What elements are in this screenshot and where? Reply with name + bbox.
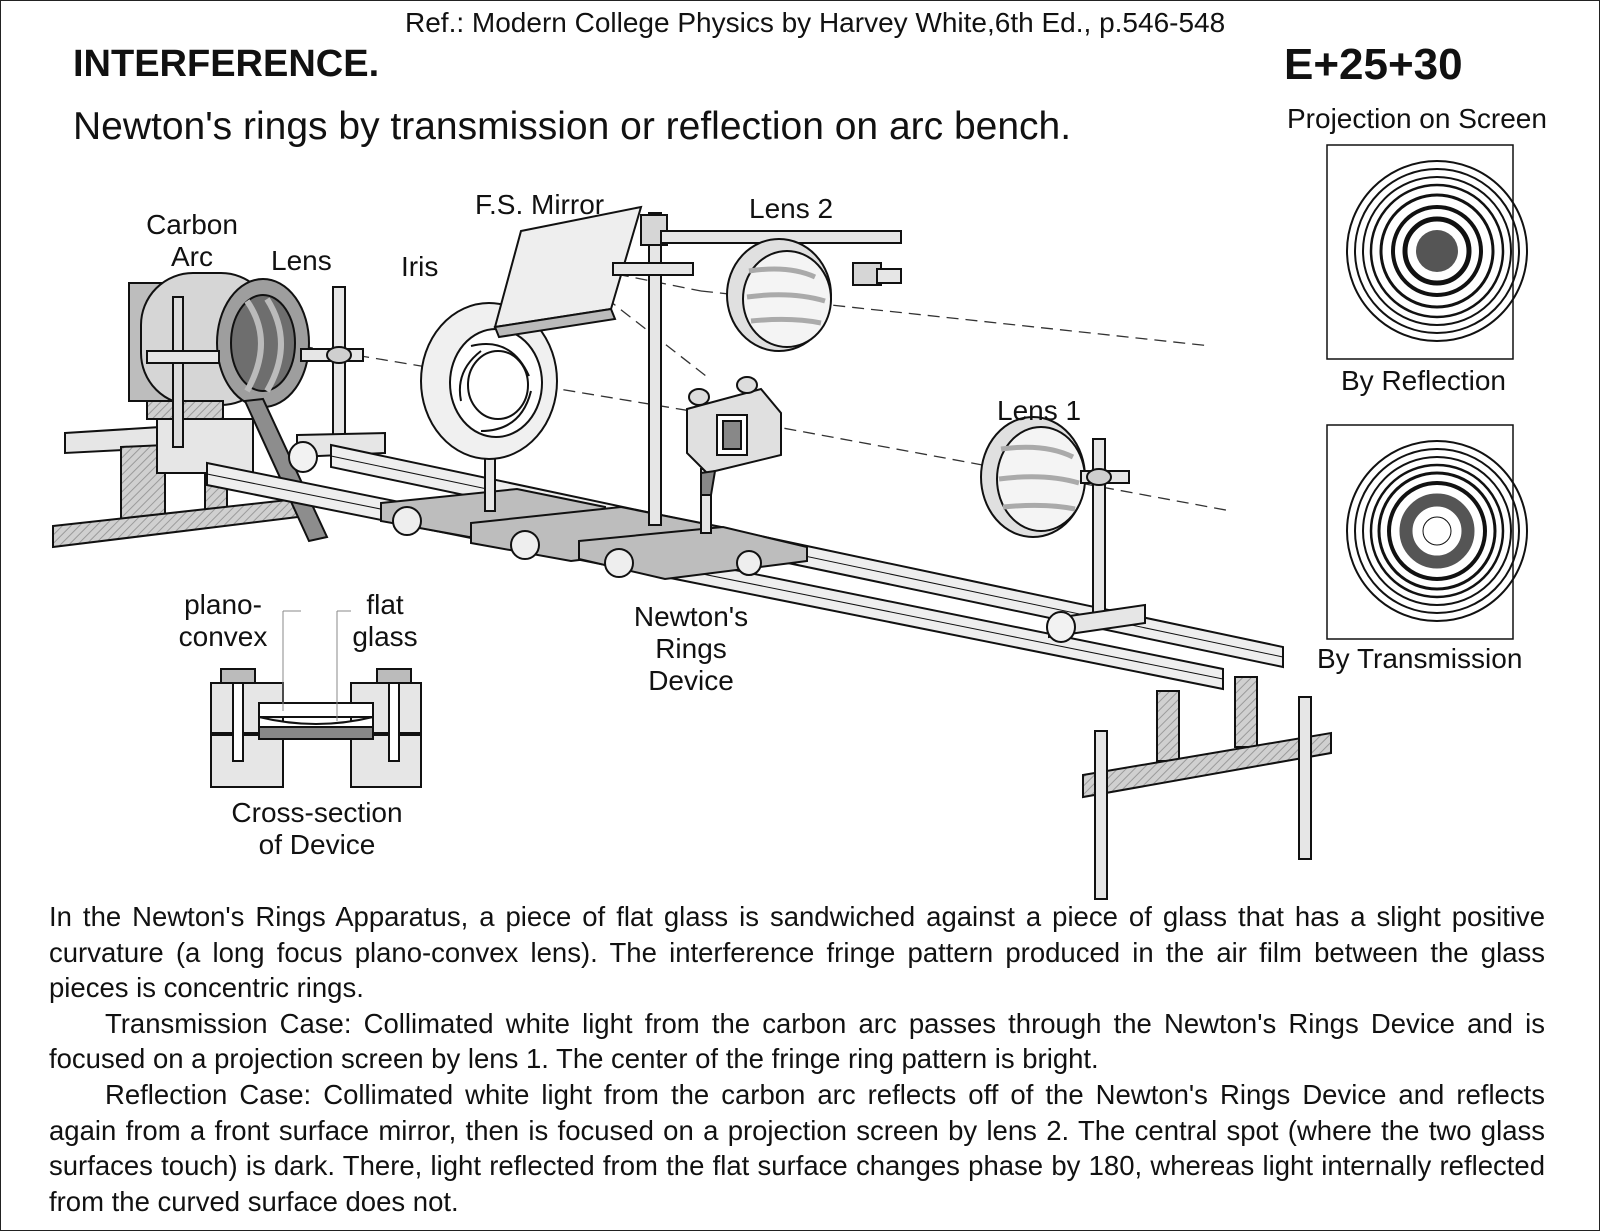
cross-section-caption-line2: of Device (258, 829, 376, 860)
ring-pattern-reflection (1326, 144, 1528, 360)
front-surface-mirror (493, 205, 902, 526)
iris-label: Iris (401, 251, 439, 282)
reference-citation: Ref.: Modern College Physics by Harvey W… (405, 7, 1226, 38)
newtons-rings-device-label: Newton's Rings Device (623, 601, 759, 697)
newtons-rings-device (686, 376, 782, 534)
cross-section-caption-line1: Cross-section (231, 797, 403, 828)
description-paragraph-intro: In the Newton's Rings Apparatus, a piece… (49, 901, 1545, 1004)
demo-code: E+25+30 (1284, 40, 1463, 89)
lens-label: Lens (271, 245, 332, 276)
plano-convex-line1: plano- (184, 589, 262, 620)
by-reflection-label: By Reflection (1341, 365, 1506, 396)
device-label-line2: Rings (655, 633, 727, 664)
flat-glass-line2: glass (352, 621, 418, 652)
iris-diaphragm (420, 302, 558, 512)
carriages (380, 487, 808, 581)
description-paragraph-reflection: Reflection Case: Collimated white light … (49, 1078, 1545, 1217)
by-transmission-label: By Transmission (1317, 643, 1523, 674)
cross-section-caption: Cross-section of Device (211, 797, 423, 861)
carbon-arc-label-line2: Arc (171, 241, 213, 272)
lens-1-label: Lens 1 (997, 395, 1082, 426)
description-text: In the Newton's Rings Apparatus, a piece… (49, 899, 1545, 1219)
page-subtitle: Newton's rings by transmission or reflec… (73, 105, 1072, 148)
carbon-arc-lamp (128, 272, 329, 543)
right-support (1082, 676, 1332, 900)
page-title: INTERFERENCE. (73, 43, 380, 85)
device-label-line3: Device (648, 665, 734, 696)
plano-convex-line2: convex (178, 621, 268, 652)
description-paragraph-transmission: Transmission Case: Collimated white ligh… (49, 1007, 1545, 1075)
ring-pattern-transmission (1326, 424, 1528, 640)
cross-section-device (210, 610, 422, 788)
lens-1 (980, 416, 1146, 643)
lens-2-label: Lens 2 (749, 193, 834, 224)
projection-heading: Projection on Screen (1287, 103, 1547, 134)
plano-convex-label: plano- convex (165, 589, 281, 653)
carbon-arc-label-line1: Carbon (146, 209, 238, 240)
fs-mirror-label: F.S. Mirror (475, 189, 605, 220)
flat-glass-label: flat glass (341, 589, 429, 653)
flat-glass-line1: flat (366, 589, 404, 620)
lens-2 (726, 238, 832, 352)
device-label-line1: Newton's (633, 601, 749, 632)
carbon-arc-label: Carbon Arc (139, 209, 245, 273)
